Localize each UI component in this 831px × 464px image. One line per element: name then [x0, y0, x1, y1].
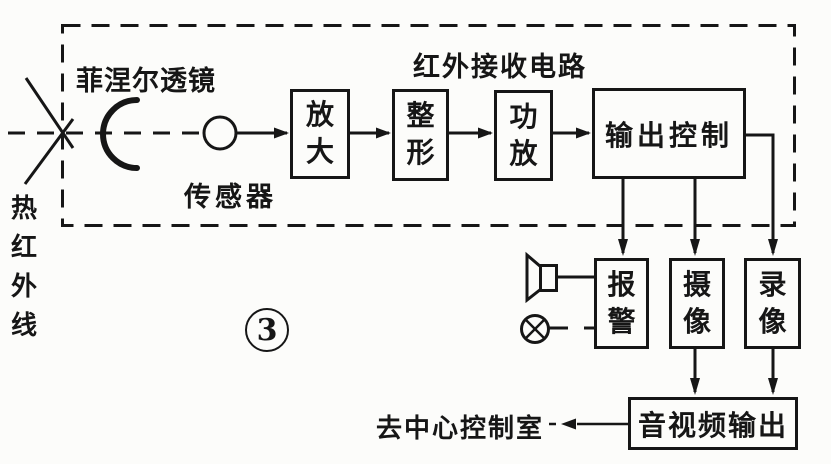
arrowhead: [376, 127, 391, 139]
block-recorder-label: 录像: [758, 268, 787, 337]
arrowhead: [618, 239, 628, 256]
arrowhead: [768, 239, 778, 256]
block-shaper-label: 整形: [406, 100, 435, 168]
figure-number-badge: 3: [245, 308, 289, 352]
arrowhead: [690, 239, 700, 256]
block-av-output-label: 音视频输出: [637, 409, 788, 441]
to-control-room-label: 去中心控制室: [376, 413, 545, 443]
block-alarm: 报警: [594, 258, 649, 349]
arrowhead: [768, 378, 778, 395]
circuit-enclosure-dashed-box: [61, 24, 796, 227]
block-recorder: 录像: [744, 258, 801, 349]
block-power-amp-label: 功放: [509, 100, 538, 169]
block-power-amp: 功放: [494, 90, 553, 181]
sensor-label: 传感器: [184, 182, 277, 212]
arrowhead: [690, 378, 700, 395]
block-amplifier: 放大: [290, 89, 350, 179]
lamp-icon: [520, 314, 550, 344]
arrowhead: [274, 127, 289, 139]
block-output-control: 输出控制: [592, 88, 746, 179]
block-av-output: 音视频输出: [628, 397, 798, 450]
arrowhead: [576, 127, 591, 139]
arrowhead: [478, 127, 493, 139]
input-rays-label: 热红外线: [11, 193, 38, 340]
block-output-control-label: 输出控制: [604, 119, 733, 151]
block-amplifier-label: 放大: [305, 99, 334, 167]
arrowhead: [561, 418, 576, 430]
sensor-circle-icon: [202, 115, 238, 151]
block-camera: 摄像: [669, 258, 725, 349]
infrared-rays-icon: [23, 77, 75, 185]
circuit-title: 红外接收电路: [413, 52, 587, 82]
lens-label: 菲涅尔透镜: [76, 66, 216, 96]
block-alarm-label: 报警: [607, 268, 636, 337]
block-camera-label: 摄像: [682, 268, 711, 337]
wire-outputcontrol-to-recorder: [745, 133, 775, 253]
block-shaper: 整形: [392, 89, 449, 181]
lens-icon: [100, 97, 140, 171]
speaker-icon: [525, 251, 558, 304]
figure-number: 3: [256, 312, 278, 348]
